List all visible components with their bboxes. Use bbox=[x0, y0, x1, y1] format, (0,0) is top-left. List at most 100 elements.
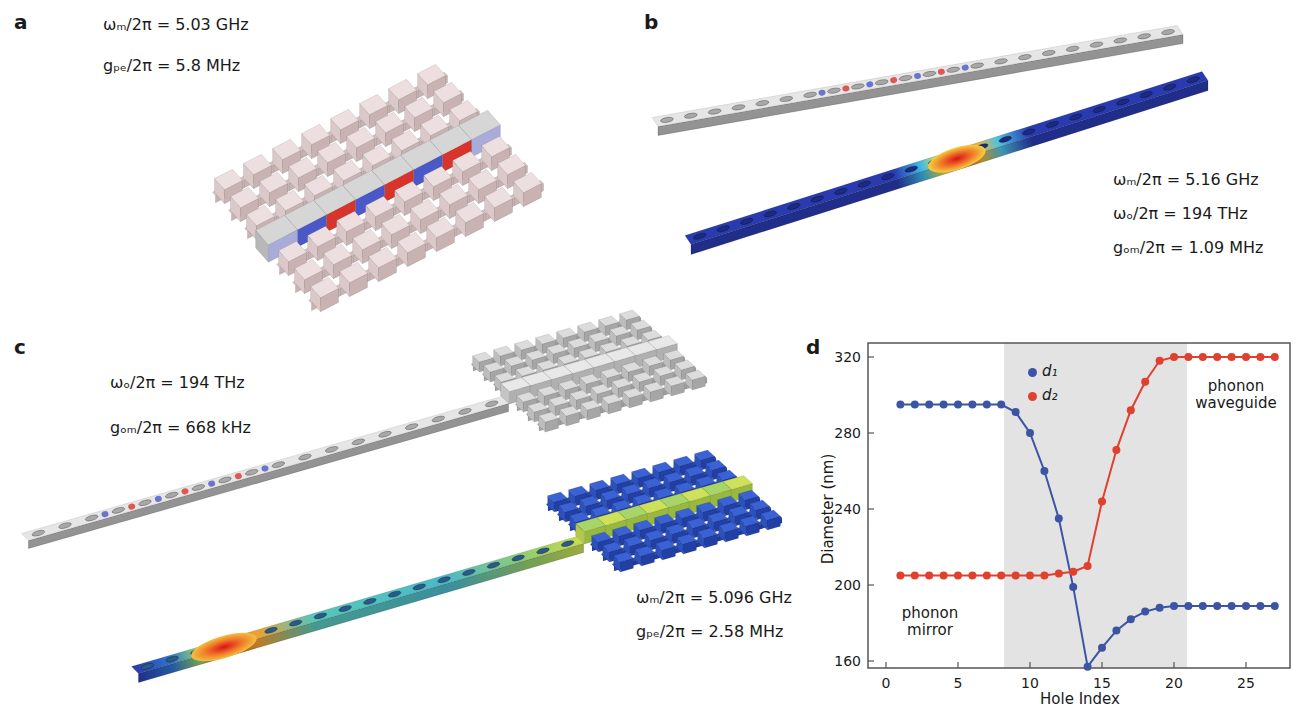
hole bbox=[138, 499, 152, 507]
hole bbox=[810, 195, 824, 204]
data-point bbox=[1127, 615, 1135, 623]
hole bbox=[58, 521, 72, 529]
displacement-mark bbox=[207, 480, 215, 488]
block-face bbox=[633, 372, 653, 382]
block-face bbox=[644, 382, 664, 392]
data-point bbox=[896, 401, 904, 409]
tick-label: 0 bbox=[882, 675, 891, 691]
block-face bbox=[337, 211, 365, 231]
block-face bbox=[665, 376, 685, 386]
block-face bbox=[632, 468, 652, 478]
block-face bbox=[570, 390, 590, 400]
data-point bbox=[1213, 602, 1221, 610]
mode-bulge bbox=[188, 627, 259, 667]
data-point bbox=[1026, 429, 1034, 437]
data-point bbox=[1112, 446, 1120, 454]
data-point bbox=[997, 572, 1005, 580]
beam-top bbox=[22, 397, 509, 541]
hole bbox=[298, 453, 312, 461]
hole bbox=[1161, 29, 1175, 36]
block-face bbox=[331, 109, 359, 129]
block-face bbox=[719, 522, 739, 532]
beam-shade bbox=[29, 404, 509, 549]
displacement-mark bbox=[890, 77, 898, 84]
block-face bbox=[548, 492, 568, 502]
block-face bbox=[631, 320, 651, 330]
block-face bbox=[634, 520, 654, 530]
block-face bbox=[611, 474, 631, 484]
hole bbox=[338, 604, 352, 612]
tick bbox=[1029, 662, 1030, 668]
parameter-label: ωₒ/2π = 194 THz bbox=[110, 374, 245, 392]
tick-label: 160 bbox=[834, 653, 861, 669]
hole bbox=[970, 62, 984, 69]
data-point bbox=[1084, 663, 1092, 671]
hole bbox=[31, 529, 45, 537]
beam-shade bbox=[139, 544, 584, 683]
region-label: phonon mirror bbox=[894, 605, 966, 640]
block-face bbox=[389, 79, 417, 99]
data-point bbox=[896, 572, 904, 580]
block-face bbox=[718, 496, 738, 506]
block-face bbox=[590, 480, 610, 490]
block-face bbox=[308, 226, 336, 246]
hole bbox=[431, 415, 445, 423]
beam-side bbox=[29, 404, 509, 549]
beam-side bbox=[139, 544, 584, 683]
data-point bbox=[1213, 353, 1221, 361]
hole bbox=[378, 430, 392, 438]
hole bbox=[716, 225, 730, 234]
hole bbox=[536, 547, 550, 555]
parameter-label: gₒₘ/2π = 668 kHz bbox=[110, 419, 251, 437]
axis-title: Hole Index bbox=[1040, 691, 1120, 708]
hole bbox=[1018, 54, 1032, 61]
diameter-plot bbox=[868, 343, 1290, 671]
hole bbox=[1116, 98, 1130, 107]
block-face bbox=[591, 384, 611, 394]
displacement-mark bbox=[101, 510, 109, 518]
data-point bbox=[1141, 608, 1149, 616]
hole bbox=[732, 104, 746, 111]
hole bbox=[787, 202, 801, 211]
block-face bbox=[302, 124, 330, 144]
hole bbox=[994, 58, 1008, 65]
axis-title: Diameter (nm) bbox=[820, 454, 837, 565]
block-face bbox=[456, 202, 484, 222]
hole bbox=[881, 172, 895, 181]
tick-label: 320 bbox=[834, 349, 861, 365]
displacement-mark bbox=[937, 68, 945, 75]
block-face bbox=[484, 362, 504, 372]
tick bbox=[868, 356, 874, 357]
data-point bbox=[1184, 353, 1192, 361]
block-face bbox=[569, 486, 589, 496]
block-face bbox=[498, 154, 526, 174]
parameter-label: ωₘ/2π = 5.096 GHz bbox=[636, 589, 792, 607]
block-face bbox=[686, 370, 706, 380]
block-face bbox=[623, 388, 643, 398]
hole bbox=[1066, 45, 1080, 52]
data-point bbox=[1127, 406, 1135, 414]
parameter-label: ωₘ/2π = 5.03 GHz bbox=[103, 16, 249, 34]
block-face bbox=[376, 112, 404, 132]
data-point bbox=[1242, 602, 1250, 610]
displacement-mark bbox=[234, 472, 242, 480]
hole bbox=[763, 210, 777, 219]
block-face bbox=[655, 514, 675, 524]
hole bbox=[437, 576, 451, 584]
shaded-region bbox=[1004, 343, 1187, 668]
block-face bbox=[395, 181, 423, 201]
block-face bbox=[382, 214, 410, 234]
hole bbox=[264, 626, 278, 634]
data-point bbox=[1069, 583, 1077, 591]
displacement-mark bbox=[818, 89, 826, 96]
block-face bbox=[687, 518, 707, 528]
hole bbox=[779, 96, 793, 103]
block-face bbox=[469, 169, 497, 189]
tick bbox=[1101, 662, 1102, 668]
block-face bbox=[366, 196, 394, 216]
block-face bbox=[536, 334, 556, 344]
block-face bbox=[653, 462, 673, 472]
parameter-label: gₚₑ/2π = 5.8 MHz bbox=[103, 57, 240, 75]
legend-text: d₁ bbox=[1042, 363, 1058, 380]
hole bbox=[1137, 33, 1151, 40]
